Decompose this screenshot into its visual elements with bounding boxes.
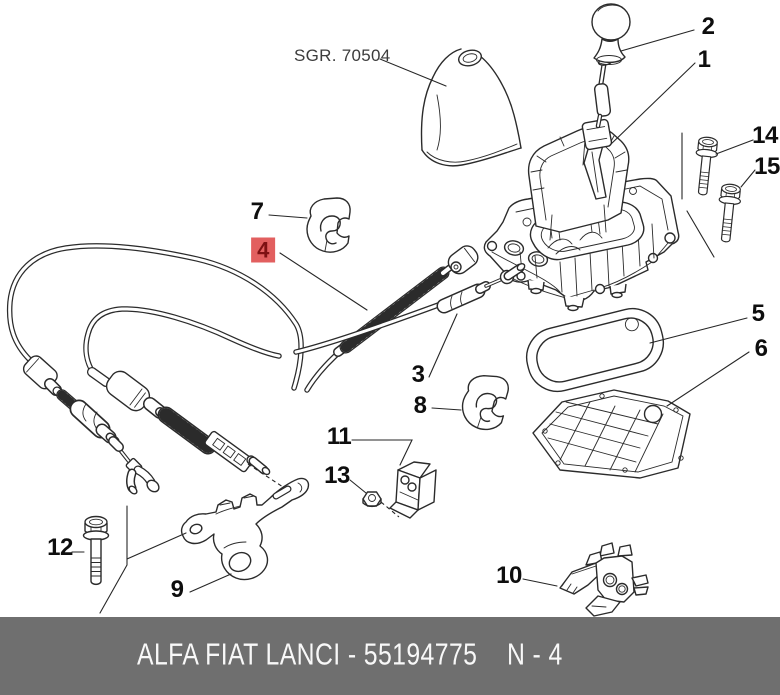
gear-boot <box>420 48 522 167</box>
leader-lines <box>71 29 756 614</box>
sgr-group-label: SGR. 70504 <box>294 46 391 65</box>
bolt-12 <box>82 515 110 586</box>
callout-14[interactable]: 14 <box>752 122 778 149</box>
callout-13[interactable]: 13 <box>324 462 350 489</box>
footer-bar: ALFA FIAT LANCI - 55194775 N - 4 <box>0 617 780 695</box>
callout-9[interactable]: 9 <box>170 576 184 603</box>
callout-4-highlighted[interactable]: 4 <box>251 237 275 263</box>
callout-15[interactable]: 15 <box>754 153 780 180</box>
callout-7[interactable]: 7 <box>250 198 264 225</box>
cable-2 <box>83 262 526 476</box>
callout-5[interactable]: 5 <box>751 300 765 327</box>
callout-8[interactable]: 8 <box>413 392 427 419</box>
gasket <box>525 307 665 393</box>
bolt-14 <box>691 135 720 197</box>
cover-plate <box>532 389 691 479</box>
nut-13 <box>362 491 382 508</box>
clip-7 <box>306 197 351 253</box>
callout-10[interactable]: 10 <box>496 562 522 589</box>
callout-11[interactable]: 11 <box>326 423 352 450</box>
footer-page-ref: N - 4 <box>506 636 563 672</box>
callout-2[interactable]: 2 <box>701 13 715 40</box>
callout-6[interactable]: 6 <box>754 335 768 362</box>
clip-8 <box>458 371 511 433</box>
bolt-15 <box>714 182 743 244</box>
callout-12[interactable]: 12 <box>47 534 73 561</box>
support-bracket-10 <box>559 542 649 617</box>
mount-bracket-9 <box>180 477 310 581</box>
callout-3[interactable]: 3 <box>411 361 425 388</box>
gear-knob <box>591 3 631 65</box>
callout-1[interactable]: 1 <box>697 46 711 73</box>
footer-text: ALFA FIAT LANCI - 55194775 N - 4 <box>137 637 563 673</box>
stop-bracket-11 <box>389 461 437 519</box>
footer-catalog-id: ALFA FIAT LANCI - 55194775 <box>137 636 478 672</box>
